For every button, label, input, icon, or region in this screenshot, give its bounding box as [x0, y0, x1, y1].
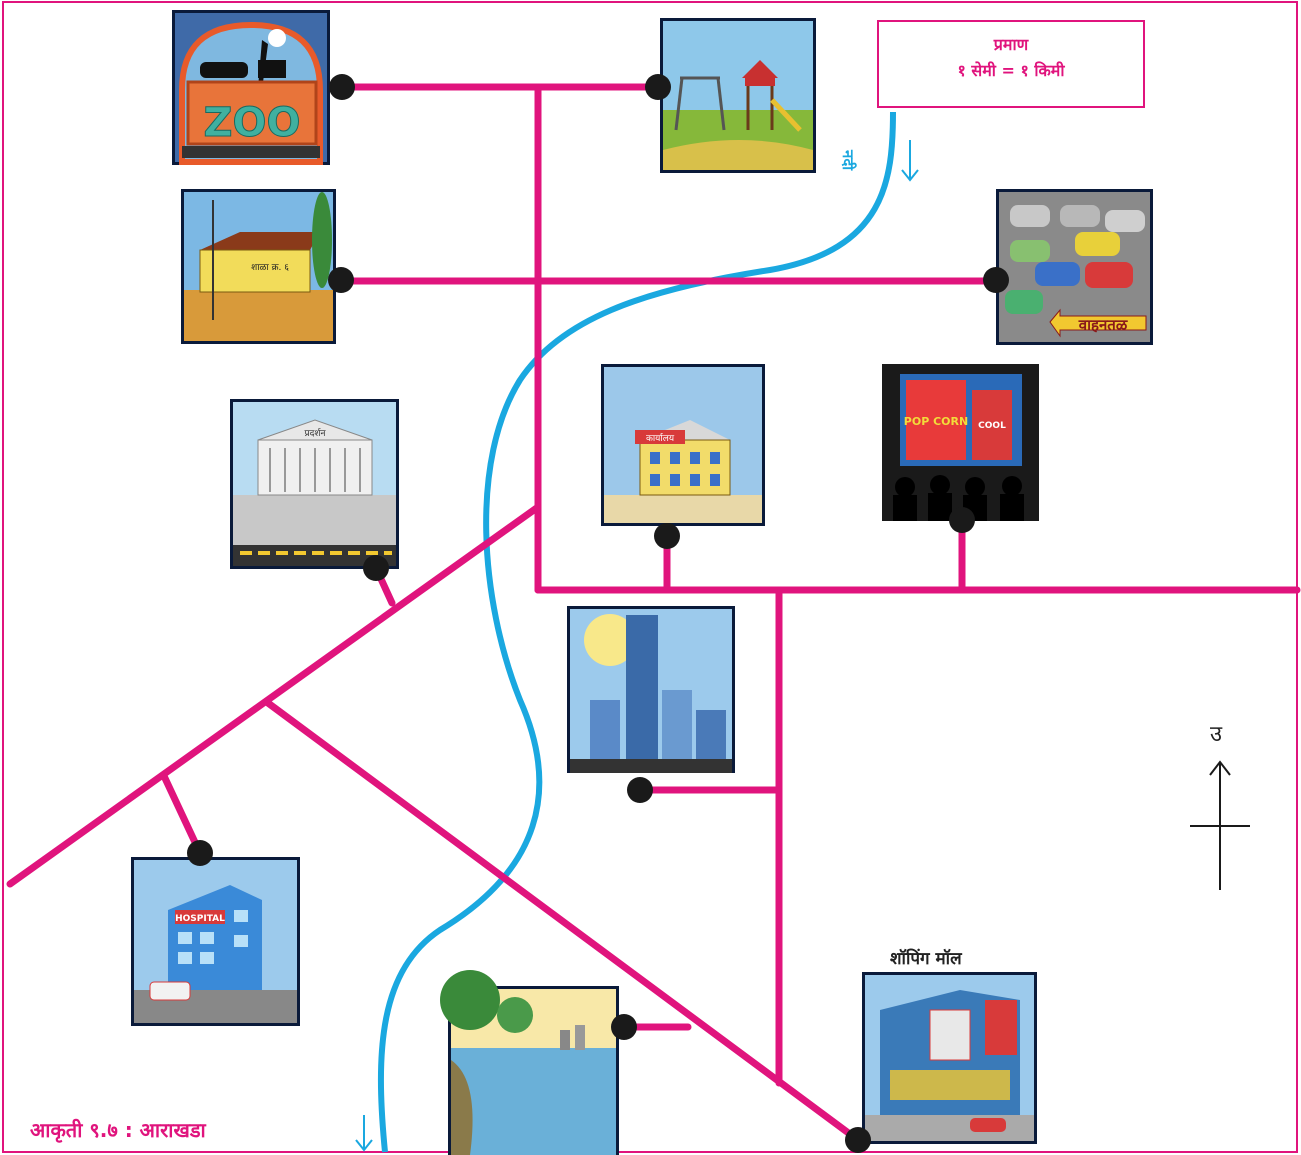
- cinema-sign-popcorn: POP CORN: [904, 415, 968, 428]
- parking-tile: वाहनतळ: [996, 189, 1153, 345]
- river-label: नदी: [839, 150, 857, 171]
- hospital-sign: HOSPITAL: [175, 914, 225, 924]
- scale-title: प्रमाण: [993, 35, 1029, 54]
- north-label: उ: [1210, 722, 1223, 747]
- north-arrow: [1190, 760, 1250, 890]
- hospital-tile: HOSPITAL: [131, 857, 300, 1026]
- dot-hospital: [187, 840, 213, 866]
- office-sign: कार्यालय: [646, 432, 675, 444]
- zoo-sign: ZOO: [203, 100, 300, 146]
- road-network: [6, 83, 1301, 1144]
- river: [377, 111, 896, 1153]
- dot-parking: [983, 267, 1009, 293]
- scale-legend: प्रमाण १ सेमी = १ किमी: [877, 20, 1145, 108]
- dot-office: [654, 523, 680, 549]
- museum-tile: प्रदर्शन: [230, 399, 399, 569]
- dot-skyscraper: [627, 777, 653, 803]
- river-flow-arrow-top: [901, 140, 919, 182]
- playground-tile: [660, 18, 816, 173]
- scale-value: १ सेमी = १ किमी: [957, 61, 1065, 80]
- connection-dots: [187, 74, 1009, 1153]
- cinema-sign-cool: COOL: [978, 421, 1006, 431]
- figure-caption: आकृती ९.७ : आराखडा: [30, 1118, 206, 1142]
- dot-school: [328, 267, 354, 293]
- cinema-tile: POP CORN COOL: [882, 364, 1039, 521]
- dot-mall: [845, 1127, 871, 1153]
- dot-playground: [645, 74, 671, 100]
- office-tile: कार्यालय: [601, 364, 765, 526]
- river-flow-arrow-bottom: [355, 1115, 373, 1152]
- zoo-tile: ZOO: [172, 10, 330, 165]
- school-tile: शाळा क्र. ६: [181, 189, 336, 344]
- shopping-mall-tile: [862, 972, 1037, 1144]
- museum-sign: प्रदर्शन: [304, 427, 326, 439]
- lake-tile: [440, 970, 619, 1155]
- shopping-mall-label: शॉपिंग मॉल: [890, 949, 962, 969]
- school-sign: शाळा क्र. ६: [251, 263, 289, 273]
- dot-lake: [611, 1014, 637, 1040]
- parking-sign: वाहनतळ: [1078, 316, 1128, 334]
- dot-zoo: [329, 74, 355, 100]
- dot-museum: [363, 555, 389, 581]
- skyscraper-tile: [567, 606, 735, 773]
- dot-cinema: [949, 507, 975, 533]
